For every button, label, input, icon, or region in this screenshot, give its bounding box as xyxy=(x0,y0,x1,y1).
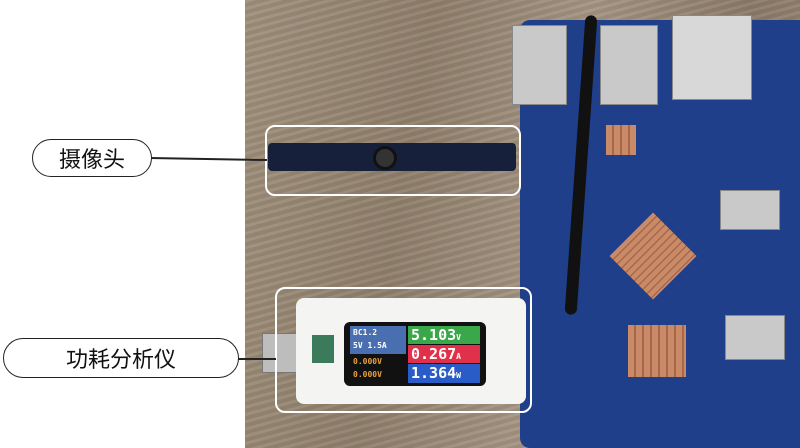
current-unit: A xyxy=(456,352,461,361)
usb-c-port xyxy=(725,315,785,360)
power-analyzer-label: 功耗分析仪 xyxy=(3,338,239,378)
heatsink xyxy=(628,325,686,377)
meter-dm: 0.000V xyxy=(353,370,382,379)
meter-mode: BC1.2 xyxy=(353,328,378,337)
meter-button xyxy=(312,335,334,363)
ethernet-port xyxy=(672,15,752,100)
meter-voltage: 5.103 xyxy=(411,326,457,344)
usb-port xyxy=(600,25,658,105)
meter-power: 1.364 xyxy=(411,364,457,382)
camera-highlight xyxy=(265,125,521,196)
usb-port xyxy=(512,25,567,105)
meter-highlight xyxy=(275,287,532,413)
meter-screen: BC1.2 5V 1.5A 0.000V 0.000V 5.103V 0.267… xyxy=(344,322,486,386)
voltage-unit: V xyxy=(456,333,461,342)
power-unit: W xyxy=(456,371,461,380)
camera-lens xyxy=(373,146,397,170)
meter-dp: 0.000V xyxy=(353,357,382,366)
hdmi-port xyxy=(720,190,780,230)
usb-plug xyxy=(262,333,298,373)
camera-label: 摄像头 xyxy=(32,139,152,177)
heatsink xyxy=(606,125,636,155)
meter-rating: 5V 1.5A xyxy=(353,341,387,350)
meter-leader-line xyxy=(238,358,276,360)
meter-current: 0.267 xyxy=(411,345,457,363)
